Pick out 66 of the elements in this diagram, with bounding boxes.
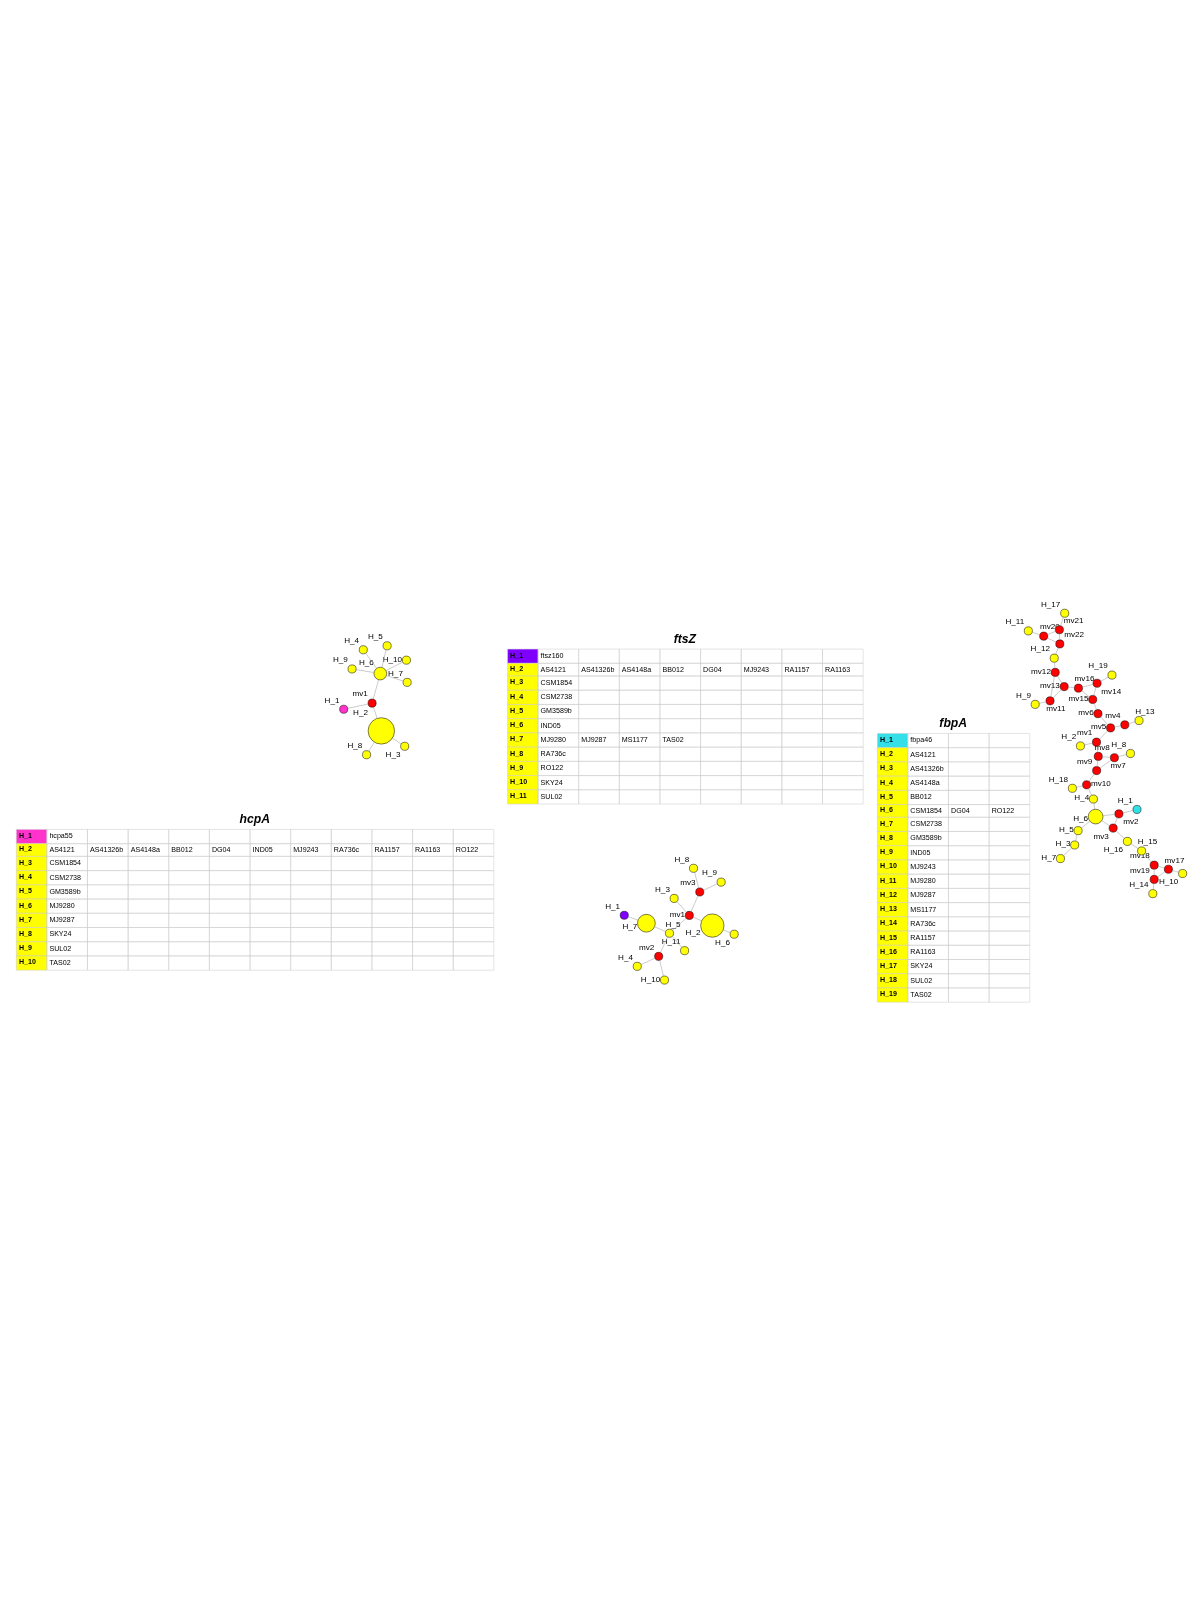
node-label: H_2 bbox=[685, 927, 701, 937]
node-label: mv11 bbox=[1046, 703, 1066, 713]
node-label: H_19 bbox=[1088, 660, 1108, 670]
node-label: H_11 bbox=[661, 936, 681, 946]
node-label: mv2 bbox=[1123, 816, 1139, 826]
node-label: H_16 bbox=[1103, 844, 1124, 854]
node-label: H_11 bbox=[1005, 616, 1025, 626]
node-label: mv1 bbox=[669, 909, 686, 919]
node-label: H_12 bbox=[1030, 643, 1050, 653]
node-label: mv15 bbox=[1068, 693, 1089, 703]
node-label: H_13 bbox=[1135, 706, 1155, 716]
node-label: mv16 bbox=[1074, 673, 1095, 683]
node-label: H_5 bbox=[665, 919, 681, 929]
node-label: H_5 bbox=[1058, 824, 1074, 834]
node-label: H_7 bbox=[1041, 852, 1057, 862]
node-label: H_9 bbox=[1016, 690, 1031, 700]
node-label: H_7 bbox=[388, 668, 403, 678]
node-label: mv5 bbox=[1090, 721, 1107, 731]
node-label: H_9 bbox=[702, 867, 717, 877]
node-label: H_10 bbox=[1158, 876, 1179, 886]
node-label: mv4 bbox=[1105, 710, 1121, 720]
node-label: mv2 bbox=[639, 942, 655, 952]
node-label: mv7 bbox=[1110, 760, 1126, 770]
node-label: H_2 bbox=[353, 707, 368, 717]
node-label: H_2 bbox=[1061, 731, 1077, 741]
node-label: H_3 bbox=[385, 749, 401, 759]
node-label: mv8 bbox=[1094, 742, 1110, 752]
node-label: H_4 bbox=[1074, 792, 1090, 802]
node-label: mv1 bbox=[352, 688, 368, 698]
node-label: H_3 bbox=[655, 884, 670, 894]
node-label: mv6 bbox=[1078, 707, 1094, 717]
node-label: H_6 bbox=[358, 657, 374, 667]
node-label: H_6 bbox=[1073, 813, 1089, 823]
label: hcpA bbox=[239, 811, 271, 826]
node-label: H_17 bbox=[1041, 599, 1061, 609]
node-label: H_6 bbox=[715, 937, 730, 947]
node-label: mv21 bbox=[1063, 615, 1084, 625]
node-label: H_9 bbox=[332, 654, 348, 664]
node-label: H_7 bbox=[622, 921, 638, 931]
node-label: H_10 bbox=[382, 654, 403, 664]
node-label: mv10 bbox=[1090, 778, 1111, 788]
label: fbpA bbox=[939, 715, 968, 730]
node-label: mv9 bbox=[1077, 756, 1093, 766]
node-label: mv13 bbox=[1040, 680, 1060, 690]
node-label: mv17 bbox=[1164, 855, 1185, 865]
node-label: H_4 bbox=[344, 635, 360, 645]
node-label: mv14 bbox=[1101, 686, 1122, 696]
node-label: H_14 bbox=[1129, 879, 1149, 889]
node-label: H_5 bbox=[368, 631, 383, 641]
node-label: mv3 bbox=[1093, 831, 1109, 841]
node-label: mv22 bbox=[1064, 629, 1084, 639]
node-label: mv19 bbox=[1130, 865, 1150, 875]
node-label: H_10 bbox=[640, 974, 661, 983]
node-label: H_3 bbox=[1055, 838, 1071, 848]
node-label: H_8 bbox=[674, 854, 690, 864]
node-label: H_18 bbox=[1048, 774, 1069, 784]
node-label: H_4 bbox=[618, 952, 634, 962]
node-label: H_1 bbox=[1117, 795, 1133, 805]
node-label: mv3 bbox=[680, 877, 696, 887]
node-label: mv12 bbox=[1031, 666, 1051, 676]
node-label: H_1 bbox=[324, 695, 340, 705]
node-label: H_8 bbox=[347, 740, 363, 750]
label: ftsZ bbox=[673, 631, 697, 646]
node-label: H_15 bbox=[1137, 836, 1158, 846]
node-label: H_8 bbox=[1111, 739, 1127, 749]
node-label: H_1 bbox=[605, 901, 621, 911]
